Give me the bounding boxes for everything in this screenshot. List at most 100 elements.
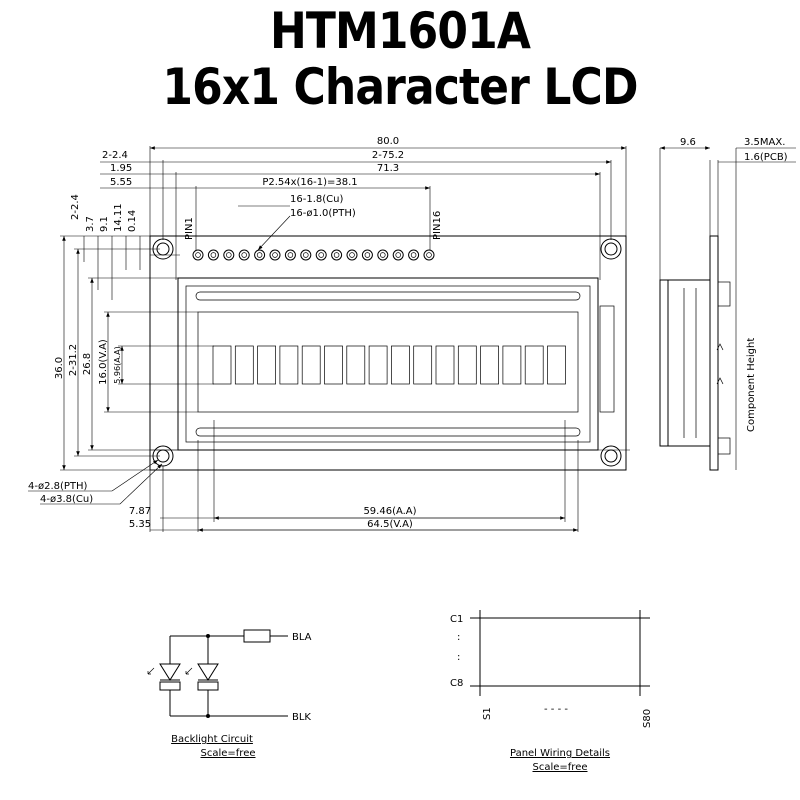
dim-75: 2-75.2 — [372, 150, 404, 161]
dim-aa: 59.46(A.A) — [363, 506, 416, 517]
header-pin-hole — [380, 252, 386, 258]
header-pin — [207, 249, 219, 261]
dim-80: 80.0 — [377, 136, 399, 147]
header-pin-hole — [303, 252, 309, 258]
character-cell — [547, 345, 566, 385]
dim-9.6: 9.6 — [680, 137, 696, 148]
dim-pitch: P2.54x(16-1)=38.1 — [262, 177, 357, 188]
header-pin — [238, 249, 250, 261]
header-pin-hole — [287, 252, 294, 258]
polarizer-bottom — [195, 427, 581, 437]
hole-pth: 4-ø2.8(PTH) — [28, 481, 88, 492]
header-pin-hole — [364, 252, 371, 258]
dim-5.96: 5.96(A.A) — [113, 346, 122, 383]
dim-3.5max: 3.5MAX. — [744, 137, 785, 148]
header-pin-hole — [195, 252, 201, 258]
header-pin — [192, 249, 204, 261]
edge-connector — [599, 305, 615, 413]
dim-0.14: 0.14 — [127, 210, 138, 232]
character-cell — [391, 345, 410, 385]
c8-label: C8 — [450, 678, 463, 689]
wiring-colon-1: : — [457, 632, 460, 643]
header-pin — [254, 249, 266, 261]
character-cell — [480, 345, 499, 385]
s80-label: S80 — [642, 709, 653, 728]
character-cell — [279, 345, 299, 385]
character-cell — [502, 345, 522, 385]
dim-16.0: 16.0(V.A) — [98, 339, 109, 385]
dim-5.35: 5.35 — [129, 519, 151, 530]
panel-wiring: C1 : : C8 S1 S80 - - - - Panel Wiring De… — [450, 610, 653, 773]
side-view: 9.6 3.5MAX. 1.6(PCB) Component Height — [659, 137, 796, 471]
dim-14.11: 14.11 — [113, 203, 124, 232]
header-pin — [392, 249, 404, 261]
character-cell — [324, 345, 343, 385]
front-view — [149, 235, 630, 471]
dim-va: 64.5(V.A) — [367, 519, 413, 530]
header-pin-hole — [349, 252, 355, 258]
character-cell — [435, 345, 455, 385]
header-pin-hole — [210, 252, 217, 258]
wiring-caption: Panel Wiring Details — [510, 748, 610, 759]
header-pin — [331, 249, 343, 261]
mount-hole-br — [600, 445, 622, 467]
lcd-glass — [185, 285, 591, 443]
character-cell — [368, 345, 388, 385]
dim-31.2: 2-31.2 — [68, 344, 79, 376]
wiring-colon-2: : — [457, 652, 460, 663]
bottom-dimensions: 4-ø2.8(PTH) 4-ø3.8(Cu) 59.46(A.A) 7.87 6… — [28, 420, 579, 532]
c1-label: C1 — [450, 614, 463, 625]
header-pin-hole — [410, 252, 417, 258]
dim-1.95: 1.95 — [110, 163, 132, 174]
header-pin-hole — [256, 252, 263, 258]
backlight-circuit: BLA BLK Backlight Circuit — [147, 629, 312, 759]
header-pin-hole — [395, 252, 401, 258]
dim-left-2.4: 2-2.4 — [70, 194, 81, 220]
header-pin — [408, 249, 420, 261]
s1-label: S1 — [482, 707, 493, 720]
dim-2-2.4: 2-2.4 — [102, 150, 128, 161]
character-cell — [234, 345, 254, 385]
polarizer-top — [195, 291, 581, 301]
title-description: 16x1 Character LCD — [162, 58, 638, 116]
wiring-scale: Scale=free — [533, 762, 588, 773]
character-cell — [346, 345, 366, 385]
character-cell — [301, 345, 321, 385]
dim-1.6pcb: 1.6(PCB) — [744, 152, 788, 163]
mount-hole-tr — [600, 238, 622, 260]
header-pin-hole — [333, 252, 340, 258]
resistor — [243, 629, 271, 643]
dim-7.87: 7.87 — [129, 506, 151, 517]
header-pin — [377, 249, 389, 261]
pin16-label: PIN16 — [432, 211, 443, 240]
led-1 — [147, 663, 181, 691]
dim-36: 36.0 — [54, 357, 65, 379]
header-pin — [346, 249, 358, 261]
hole-cu: 4-ø3.8(Cu) — [40, 494, 93, 505]
component-height-label: Component Height — [746, 338, 757, 432]
dim-9.1: 9.1 — [99, 216, 110, 232]
dim-26.8: 26.8 — [82, 353, 93, 375]
header-pin — [361, 249, 373, 261]
character-cell — [212, 345, 232, 385]
character-cell — [257, 345, 276, 385]
bla-label: BLA — [292, 632, 312, 643]
wiring-dots: - - - - — [544, 704, 568, 715]
backlight-scale: Scale=free — [201, 748, 256, 759]
header-pin — [300, 249, 312, 261]
header-pin-hole — [241, 252, 247, 258]
header-pin — [269, 249, 281, 261]
title-model: HTM1601A — [269, 2, 531, 60]
dim-5.55: 5.55 — [110, 177, 132, 188]
pcb-outline — [149, 235, 627, 471]
header-pin — [223, 249, 235, 261]
dim-cu: 16-1.8(Cu) — [290, 194, 343, 205]
character-cell — [524, 345, 544, 385]
header-pin-hole — [272, 252, 278, 258]
header-pin — [284, 249, 296, 261]
side-pcb — [709, 235, 719, 471]
backlight-caption: Backlight Circuit — [171, 734, 253, 745]
character-cell — [457, 345, 477, 385]
dim-3.7: 3.7 — [85, 216, 96, 232]
